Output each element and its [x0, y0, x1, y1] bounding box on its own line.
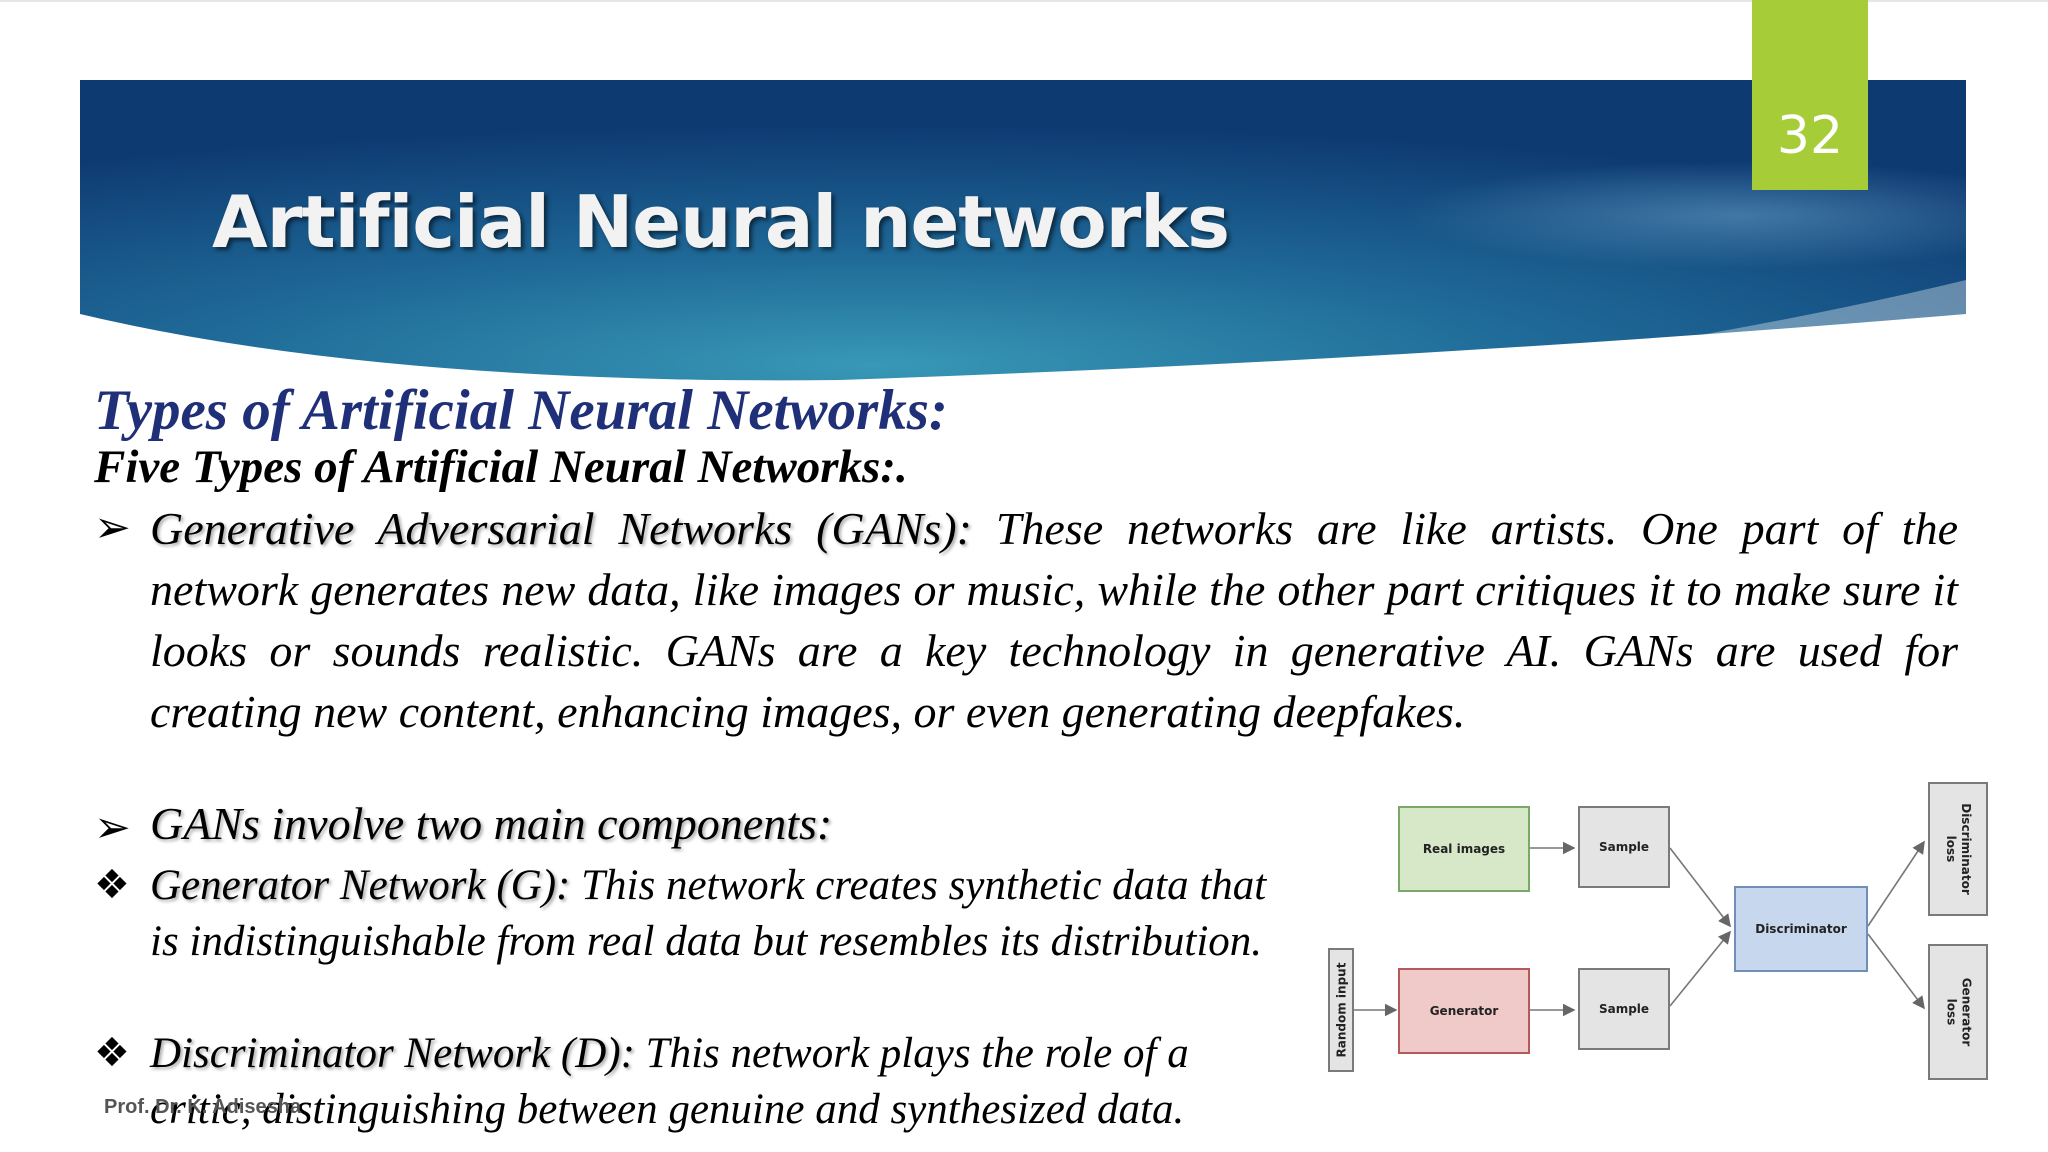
diagram-connectors — [1354, 840, 1925, 1017]
generator-loss-label: Generator loss — [1944, 977, 1973, 1047]
diamond-bullet-icon: ❖ — [94, 862, 130, 908]
discriminator-loss-box: Discriminator loss — [1928, 782, 1988, 916]
page-number: 32 — [1776, 106, 1844, 166]
real-images-label: Real images — [1422, 842, 1506, 856]
top-border-line — [0, 0, 2048, 2]
footer-author: Prof. Dr. K. Adisesha — [104, 1096, 302, 1118]
title-banner: Artificial Neural networks 32 — [0, 0, 2048, 400]
banner-background — [80, 80, 1966, 381]
generator-text: This network creates synthetic data that… — [150, 862, 1267, 965]
section-heading: Types of Artificial Neural Networks: — [94, 379, 948, 442]
sample-bottom-label: Sample — [1598, 1002, 1650, 1016]
discriminator-box: Discriminator — [1734, 886, 1868, 972]
arrow-bullet-icon: ➢ — [94, 502, 131, 553]
generator-paragraph: Generator Network (G): This network crea… — [150, 858, 1290, 970]
gan-text: These networks are like artists. One par… — [150, 503, 1958, 737]
generator-label: Generator Network (G): — [150, 862, 571, 909]
discriminator-paragraph: Discriminator Network (D): This network … — [150, 1026, 1290, 1138]
slide-title: Artificial Neural networks — [212, 180, 1230, 264]
sample-top-box: Sample — [1578, 806, 1670, 888]
sample-bottom-box: Sample — [1578, 968, 1670, 1050]
arrow-bullet-icon: ➢ — [94, 802, 131, 853]
generator-box: Generator — [1398, 968, 1530, 1054]
generator-loss-box: Generator loss — [1928, 944, 1988, 1080]
section-subheading: Five Types of Artificial Neural Networks… — [94, 441, 908, 493]
discriminator-label: Discriminator Network (D): — [150, 1030, 635, 1077]
diamond-bullet-icon: ❖ — [94, 1030, 130, 1076]
real-images-box: Real images — [1398, 806, 1530, 892]
gan-paragraph: Generative Adversarial Networks (GANs): … — [150, 498, 1958, 742]
discriminator-text: This network plays the role of a critic,… — [150, 1030, 1189, 1133]
components-label: GANs involve two main components: — [150, 798, 833, 849]
generator-box-label: Generator — [1429, 1004, 1499, 1018]
gan-label: Generative Adversarial Networks (GANs): — [150, 503, 972, 554]
discriminator-loss-label: Discriminator loss — [1944, 803, 1973, 895]
page-number-badge: 32 — [1752, 0, 1868, 190]
random-input-label: Random input — [1334, 962, 1349, 1058]
gan-diagram: Random input Real images Generator Sampl… — [1318, 776, 1996, 1088]
sample-top-label: Sample — [1598, 840, 1650, 854]
discriminator-box-label: Discriminator — [1755, 922, 1847, 936]
random-input-box: Random input — [1328, 948, 1354, 1072]
